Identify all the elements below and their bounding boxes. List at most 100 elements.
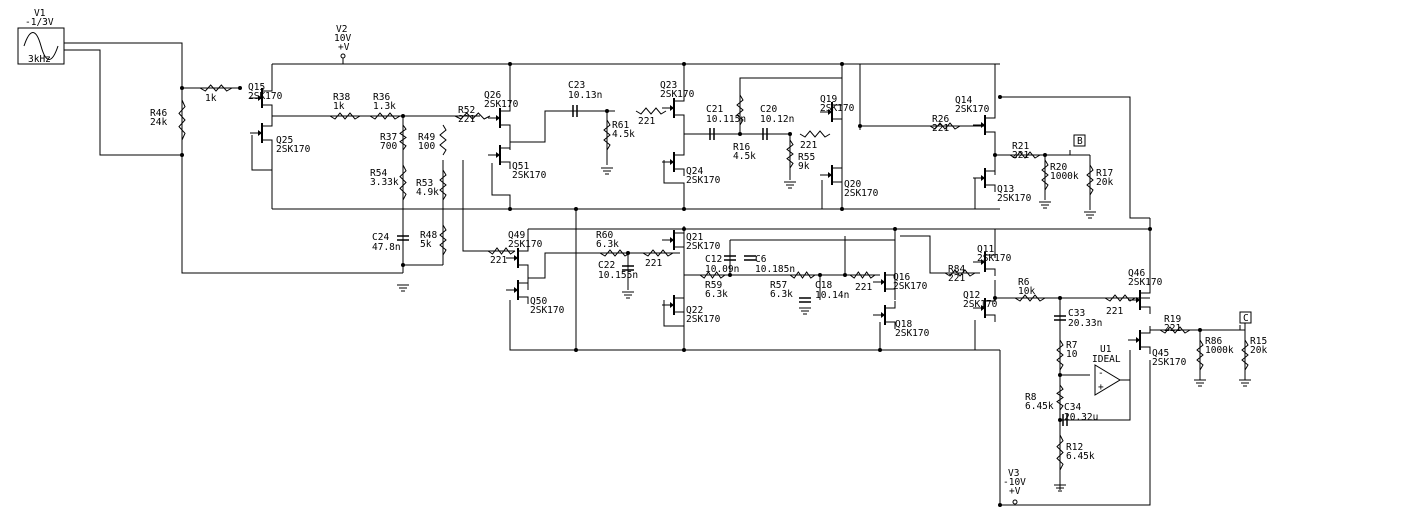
resistor-name: R59: [705, 280, 722, 291]
resistor-value: 9k: [798, 161, 810, 172]
resistor-value: 221: [948, 273, 965, 284]
capacitor-value: 47.8n: [372, 242, 401, 253]
resistor-name: R60: [596, 230, 613, 241]
resistor[interactable]: 221: [1104, 294, 1136, 317]
resistor-value: 700: [380, 141, 397, 152]
v1-freq: 3kHz: [28, 54, 51, 65]
capacitor-name: C33: [1068, 308, 1085, 319]
resistor[interactable]: 221: [849, 271, 876, 293]
transistor-model: 2SK170: [508, 239, 543, 250]
capacitor-name: C20: [760, 104, 777, 115]
v2-source[interactable]: V2 10V +V: [334, 24, 351, 59]
resistor-value: 6.3k: [596, 239, 619, 250]
resistor-name: R38: [333, 92, 350, 103]
resistor[interactable]: 221: [642, 249, 674, 269]
transistor-model: 2SK170: [955, 104, 990, 115]
transistor-model: 2SK170: [530, 305, 565, 316]
v3-source[interactable]: V3 -10V +V: [1003, 468, 1026, 505]
resistor-name: R12: [1066, 442, 1083, 453]
resistor[interactable]: 221: [487, 247, 516, 266]
resistor-value: 221: [932, 123, 949, 134]
resistor-r8[interactable]: R86.45k: [1025, 384, 1064, 412]
transistor-model: 2SK170: [1128, 277, 1163, 288]
resistor-value: 1k: [205, 93, 217, 104]
resistor-name: R86: [1205, 336, 1222, 347]
probe-b[interactable]: B: [1069, 134, 1086, 155]
transistor-model: 2SK170: [977, 253, 1012, 264]
opamp-u1[interactable]: - + U1 IDEAL: [1092, 344, 1121, 396]
v1-source[interactable]: V1 -1/3V 3kHz: [17, 8, 65, 65]
transistor-model: 2SK170: [963, 299, 998, 310]
transistor-model: 2SK170: [248, 91, 283, 102]
capacitor-value: 10.185n: [755, 264, 795, 275]
resistor-value: 10: [1066, 349, 1078, 360]
ground-symbols: [397, 167, 1251, 492]
probe-c[interactable]: C: [1239, 311, 1252, 330]
ground-icon: [1084, 211, 1096, 219]
resistor[interactable]: 221: [799, 130, 831, 151]
resistor[interactable]: 1k: [199, 84, 233, 104]
transistor-model: 2SK170: [844, 188, 879, 199]
capacitor-value: 20.33n: [1068, 318, 1102, 329]
resistor[interactable]: 221: [635, 107, 667, 127]
transistor-name: Q22: [686, 305, 703, 316]
probe-b-label: B: [1077, 136, 1083, 147]
